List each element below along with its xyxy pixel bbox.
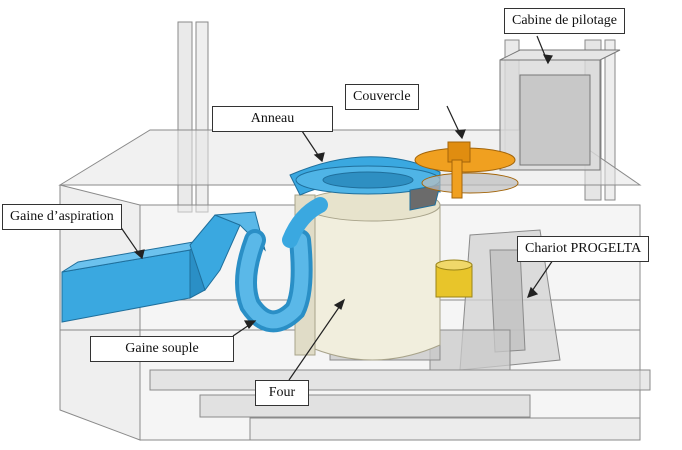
label-cabine-de-pilotage: Cabine de pilotage bbox=[504, 8, 625, 34]
label-four: Four bbox=[255, 380, 309, 406]
gaine-souple-hose bbox=[235, 197, 328, 333]
poche-jaune bbox=[435, 259, 473, 298]
gaine-aspiration-duct bbox=[61, 211, 266, 323]
anneau-ring bbox=[289, 156, 441, 211]
label-anneau: Anneau bbox=[212, 106, 333, 132]
label-chariot-progelta: Chariot PROGELTA bbox=[517, 236, 650, 262]
leader-lines bbox=[119, 35, 554, 381]
cabine-de-pilotage bbox=[499, 49, 621, 171]
label-gaine-aspiration: Gaine d’aspiration bbox=[2, 204, 122, 230]
couvercle-lid bbox=[414, 141, 519, 199]
label-couvercle: Couvercle bbox=[345, 84, 419, 110]
label-gaine-souple: Gaine souple bbox=[90, 336, 234, 362]
